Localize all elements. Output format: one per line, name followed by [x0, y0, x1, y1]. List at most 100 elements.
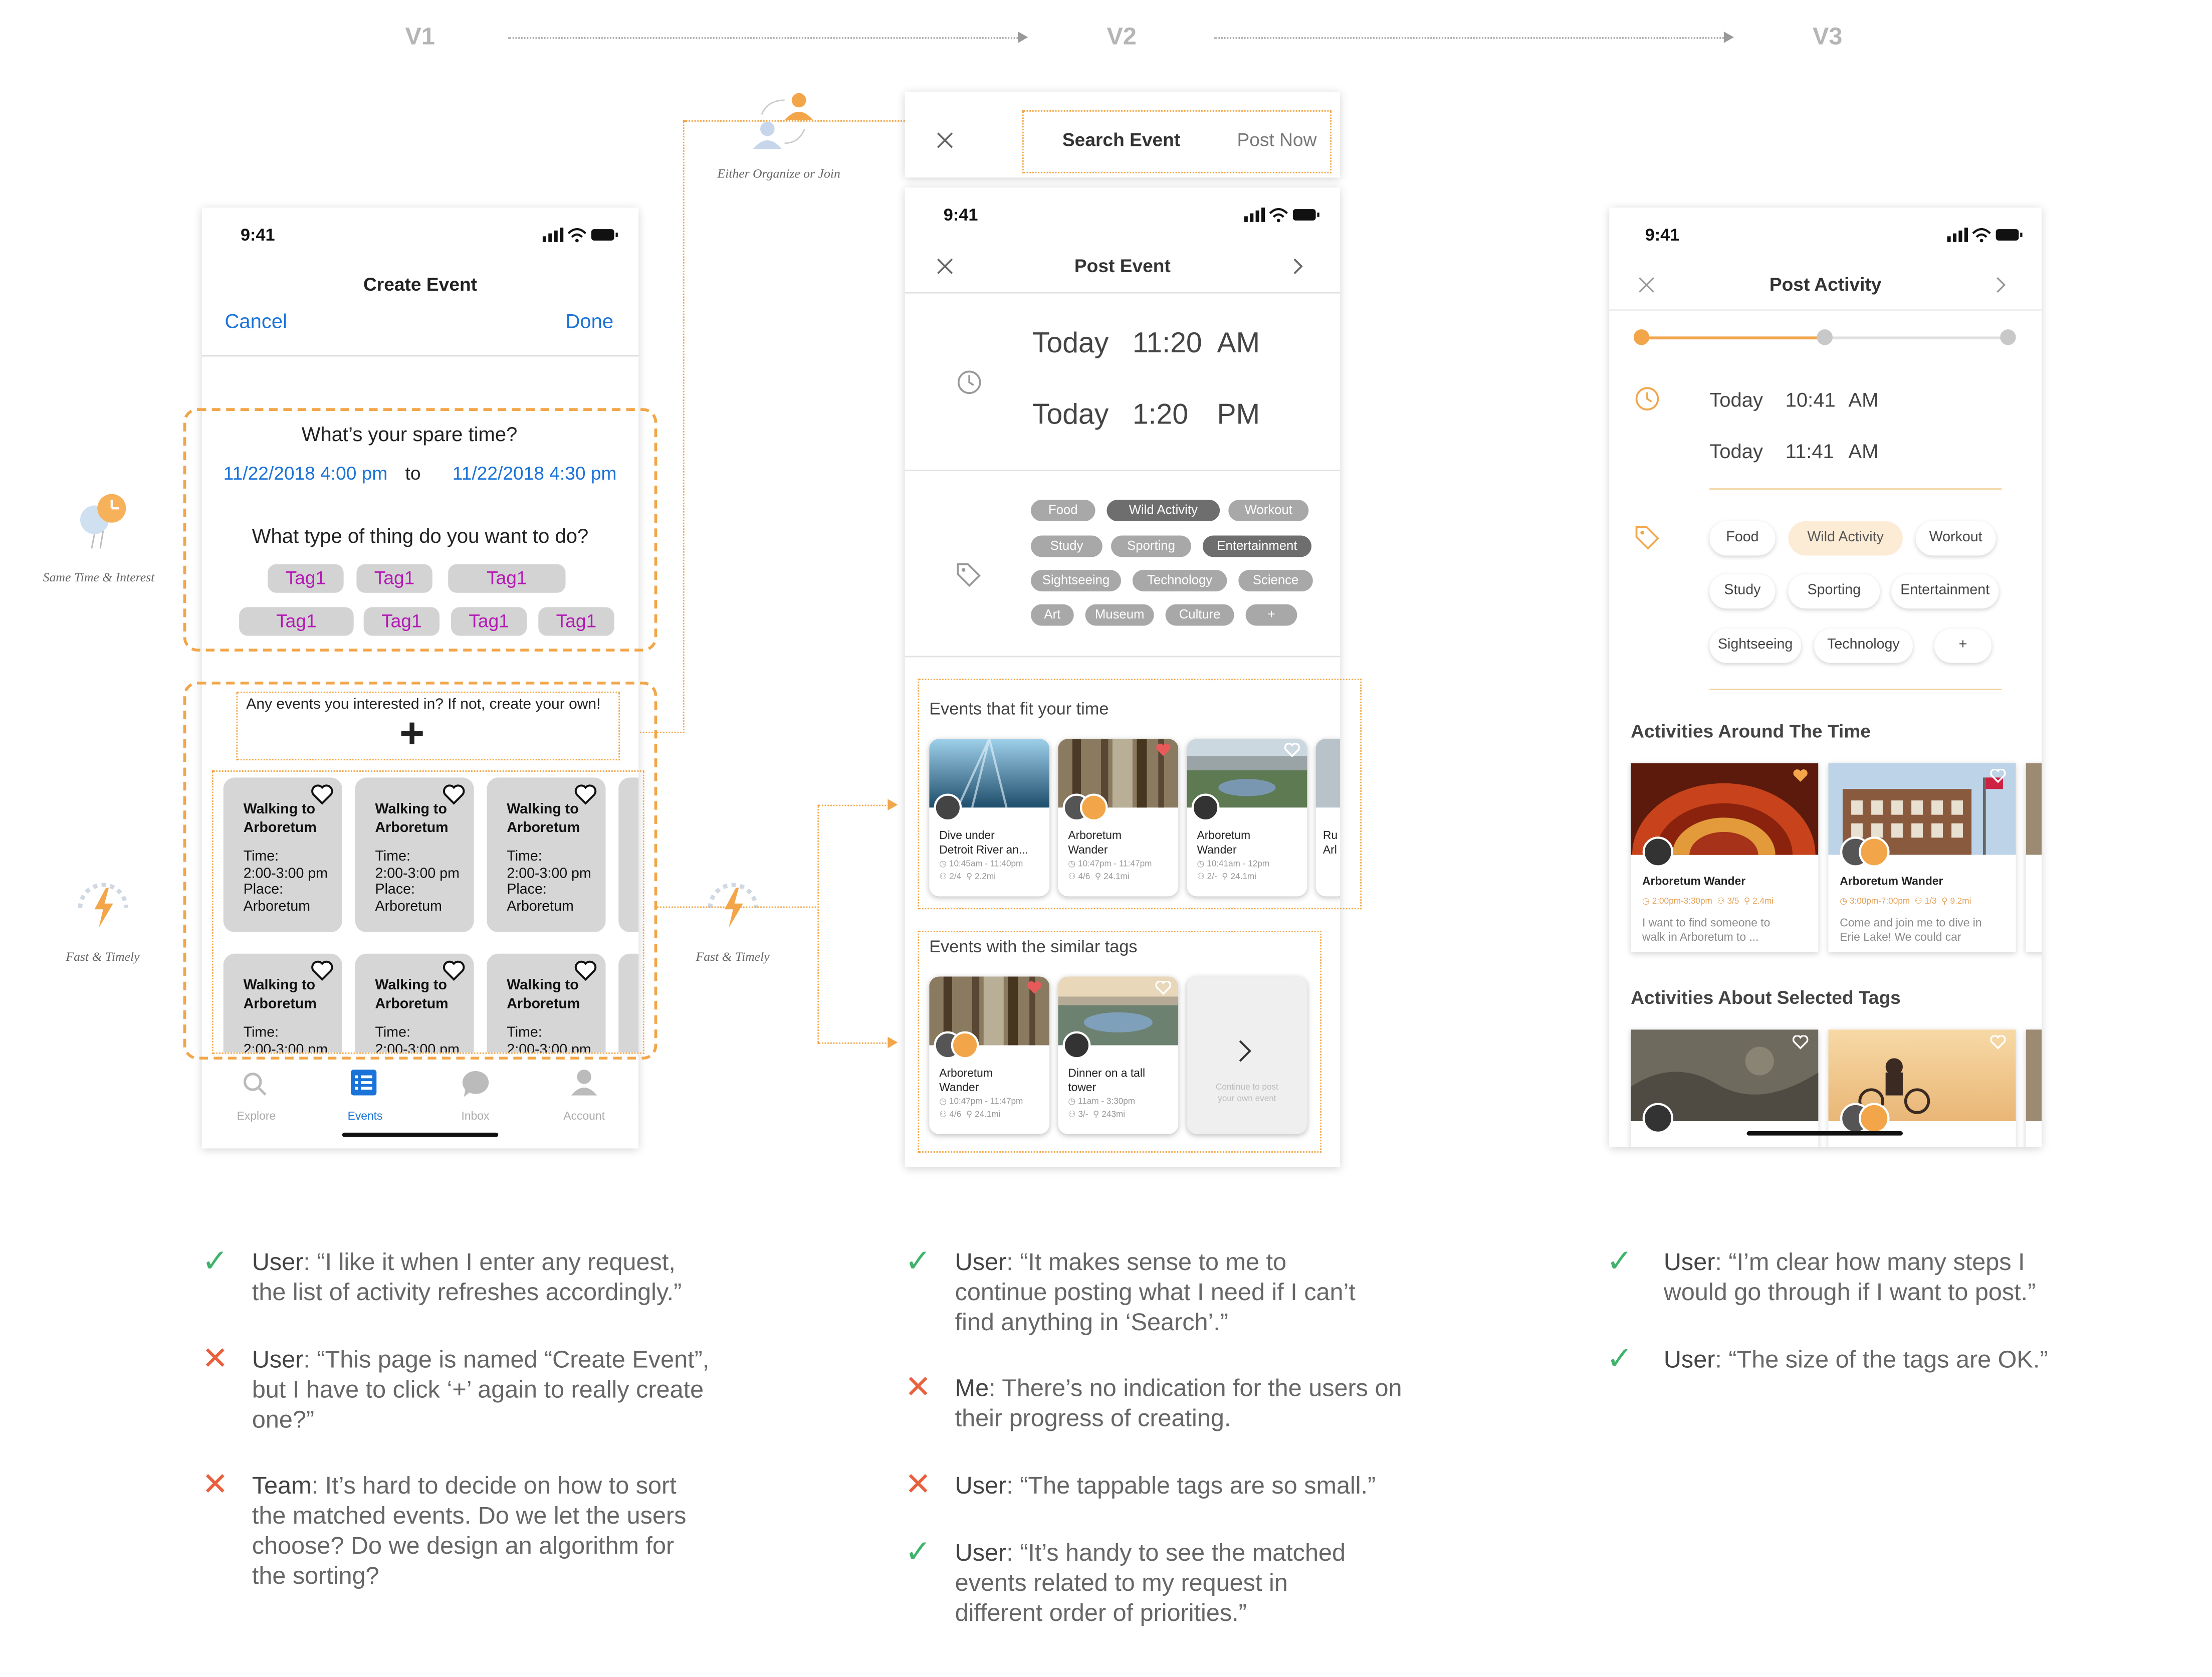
heart-icon[interactable] [311, 959, 334, 981]
end-ampm[interactable]: AM [1848, 440, 1879, 463]
done-button[interactable]: Done [565, 309, 614, 332]
start-day[interactable]: Today [1032, 328, 1109, 360]
tag-chip[interactable]: Tag1 [239, 607, 354, 636]
tag-chip[interactable]: Tag1 [538, 607, 614, 636]
tag-chip[interactable]: Tag1 [451, 607, 527, 636]
chat-bubble-icon [462, 1071, 489, 1097]
heart-outline-icon[interactable] [1284, 743, 1300, 758]
tag-chip[interactable]: Culture [1165, 604, 1234, 626]
end-time[interactable]: 1:20 [1132, 399, 1189, 431]
start-ampm[interactable]: AM [1848, 388, 1879, 411]
tab-explore[interactable]: Explore [237, 1110, 276, 1123]
close-icon[interactable] [1638, 276, 1655, 293]
start-time[interactable]: 10:41 [1785, 388, 1836, 411]
event-card-partial[interactable] [618, 777, 639, 932]
tag-chip[interactable]: Technology [1132, 570, 1227, 591]
add-tag-button[interactable]: + [1245, 604, 1297, 626]
date-to-field[interactable]: 11/22/2018 4:30 pm [452, 462, 617, 484]
tag-chip[interactable]: Museum [1085, 604, 1154, 626]
tag-chip[interactable]: Technology [1814, 628, 1913, 663]
tag-chip[interactable]: Workout [1915, 521, 1996, 556]
heart-icon[interactable] [1156, 743, 1171, 758]
end-ampm[interactable]: PM [1217, 399, 1260, 431]
tag-chip[interactable]: Tag1 [356, 564, 432, 593]
tag-chip[interactable]: Workout [1228, 500, 1309, 521]
activity-card[interactable] [1631, 1029, 1819, 1147]
heart-outline-icon[interactable] [1155, 981, 1172, 995]
heart-outline-icon[interactable] [1990, 1035, 2006, 1050]
tag-chip[interactable]: Sightseeing [1031, 570, 1122, 591]
tag-chip[interactable]: Wild Activity [1107, 500, 1220, 521]
tab-inbox[interactable]: Inbox [461, 1110, 490, 1123]
activity-card[interactable]: Arboretum Wander ◷ 3:00pm-7:00pm ⚇ 1/3 ⚲… [1828, 763, 2016, 952]
end-day[interactable]: Today [1032, 399, 1109, 431]
end-day[interactable]: Today [1709, 440, 1763, 463]
tag-chip[interactable]: Art [1031, 604, 1074, 626]
start-ampm[interactable]: AM [1217, 328, 1260, 360]
heart-outline-icon[interactable] [1990, 769, 2006, 783]
progress-step-3[interactable] [2000, 329, 2016, 345]
activity-card[interactable] [1828, 1029, 2016, 1147]
tab-search-event[interactable]: Search Event [1062, 129, 1181, 150]
tag-chip[interactable]: Entertainment [1202, 535, 1312, 557]
tag-chip[interactable]: Study [1709, 574, 1776, 609]
tab-events[interactable]: Events [347, 1110, 383, 1123]
close-icon[interactable] [936, 258, 953, 275]
add-event-plus[interactable]: + [399, 710, 425, 758]
tag-chip[interactable]: Food [1709, 521, 1776, 556]
tag-chip[interactable]: Sightseeing [1709, 628, 1802, 663]
fast-timely-label-v1: Fast & Timely [66, 949, 140, 964]
tag-chip[interactable]: Sporting [1111, 535, 1192, 557]
tag-chip[interactable]: Science [1238, 570, 1313, 591]
progress-step-1[interactable] [1633, 329, 1650, 345]
cancel-button[interactable]: Cancel [225, 309, 288, 332]
tag-chip[interactable]: Tag1 [363, 607, 440, 636]
start-day[interactable]: Today [1709, 388, 1763, 411]
heart-icon[interactable] [443, 783, 466, 805]
tab-account[interactable]: Account [563, 1110, 605, 1123]
activity-card[interactable]: Arboretum Wander ◷ 2:00pm-3:30pm ⚇ 3/5 ⚲… [1631, 763, 1819, 952]
tag-icon [1635, 526, 1660, 550]
tag-chip[interactable]: Food [1031, 500, 1095, 521]
end-time[interactable]: 11:41 [1785, 440, 1834, 463]
home-indicator [342, 1132, 499, 1137]
heart-outline-icon[interactable] [1792, 1035, 1809, 1050]
heart-icon[interactable] [574, 783, 597, 805]
date-from-field[interactable]: 11/22/2018 4:00 pm [223, 462, 388, 484]
tag-chip-selected[interactable]: Wild Activity [1788, 521, 1903, 556]
chevron-right-icon[interactable] [1293, 258, 1304, 275]
highlight-results [183, 681, 657, 1060]
check-icon: ✓ [1606, 1242, 1633, 1279]
heart-icon[interactable] [1026, 981, 1042, 995]
activity-card-partial[interactable] [2026, 763, 2042, 952]
highlight-card-grid [211, 770, 644, 1054]
tag-chip[interactable]: Sporting [1788, 574, 1880, 609]
tag-chip[interactable]: Tag1 [448, 564, 566, 593]
fast-timely-icon-v2 [708, 883, 758, 928]
heart-icon[interactable] [1793, 769, 1808, 783]
tag-chip[interactable]: Study [1031, 535, 1102, 557]
tag-chip[interactable]: Tag1 [268, 564, 344, 593]
activity-card-partial[interactable] [2026, 1029, 2042, 1147]
heart-icon[interactable] [311, 783, 334, 805]
chevron-right-icon[interactable] [1996, 276, 2008, 293]
progress-step-2[interactable] [1817, 329, 1833, 345]
heart-icon[interactable] [443, 959, 466, 981]
tab-post-now[interactable]: Post Now [1237, 129, 1317, 150]
add-tag-button[interactable]: + [1934, 628, 1992, 663]
heart-icon[interactable] [574, 959, 597, 981]
interested-prompt: Any events you interested in? If not, cr… [246, 696, 601, 713]
start-time[interactable]: 11:20 [1132, 328, 1202, 360]
close-icon[interactable] [936, 132, 953, 149]
tag-chip[interactable]: Entertainment [1891, 574, 1999, 609]
